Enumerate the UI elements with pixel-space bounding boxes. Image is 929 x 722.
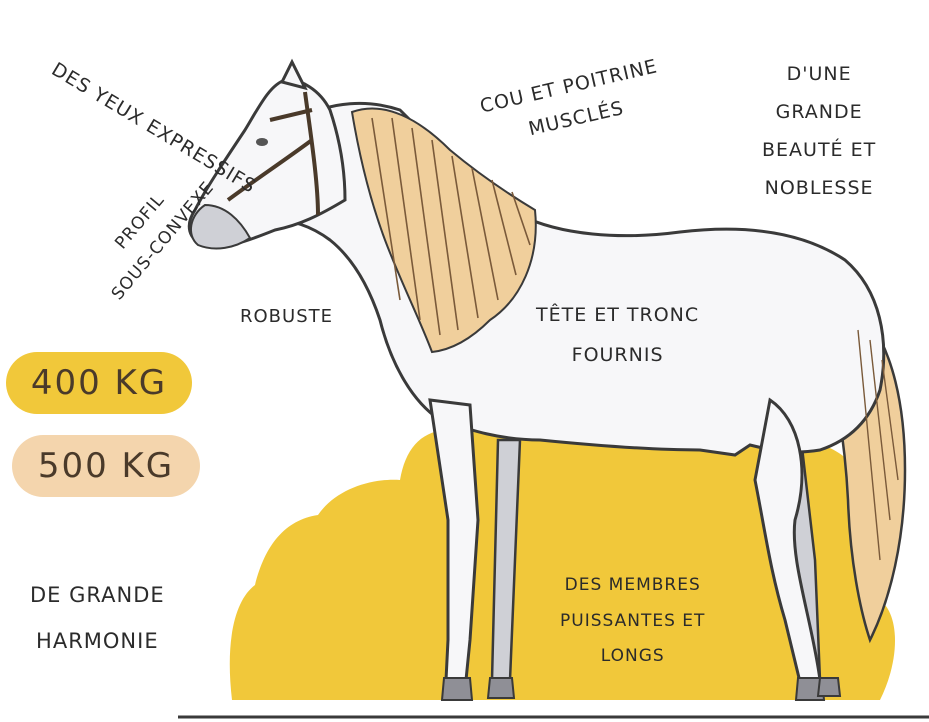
label-harmony: DE GRANDE HARMONIE [30, 572, 165, 664]
ear [282, 62, 305, 88]
eye [256, 138, 268, 146]
label-limbs: DES MEMBRES PUISSANTES ET LONGS [560, 568, 705, 675]
label-beauty-line2: GRANDE [762, 93, 876, 131]
label-beauty-line1: D'UNE [762, 55, 876, 93]
weight-400-text: 400 KG [31, 363, 167, 403]
label-limbs-line1: DES MEMBRES [560, 568, 705, 604]
label-limbs-line2: PUISSANTES ET [560, 604, 705, 640]
label-beauty-line3: BEAUTÉ ET [762, 131, 876, 169]
weight-500-text: 500 KG [38, 446, 174, 486]
label-trunk-line2: FOURNIS [536, 336, 699, 376]
label-trunk-line1: TÊTE ET TRONC [536, 296, 699, 336]
label-beauty: D'UNE GRANDE BEAUTÉ ET NOBLESSE [762, 55, 876, 207]
label-beauty-line4: NOBLESSE [762, 169, 876, 207]
label-limbs-line3: LONGS [560, 639, 705, 675]
label-harmony-line1: DE GRANDE [30, 572, 165, 618]
weight-pill-500: 500 KG [12, 435, 200, 497]
label-robust: ROBUSTE [240, 308, 333, 326]
label-harmony-line2: HARMONIE [30, 618, 165, 664]
label-trunk: TÊTE ET TRONC FOURNIS [536, 296, 699, 376]
weight-pill-400: 400 KG [6, 352, 192, 414]
